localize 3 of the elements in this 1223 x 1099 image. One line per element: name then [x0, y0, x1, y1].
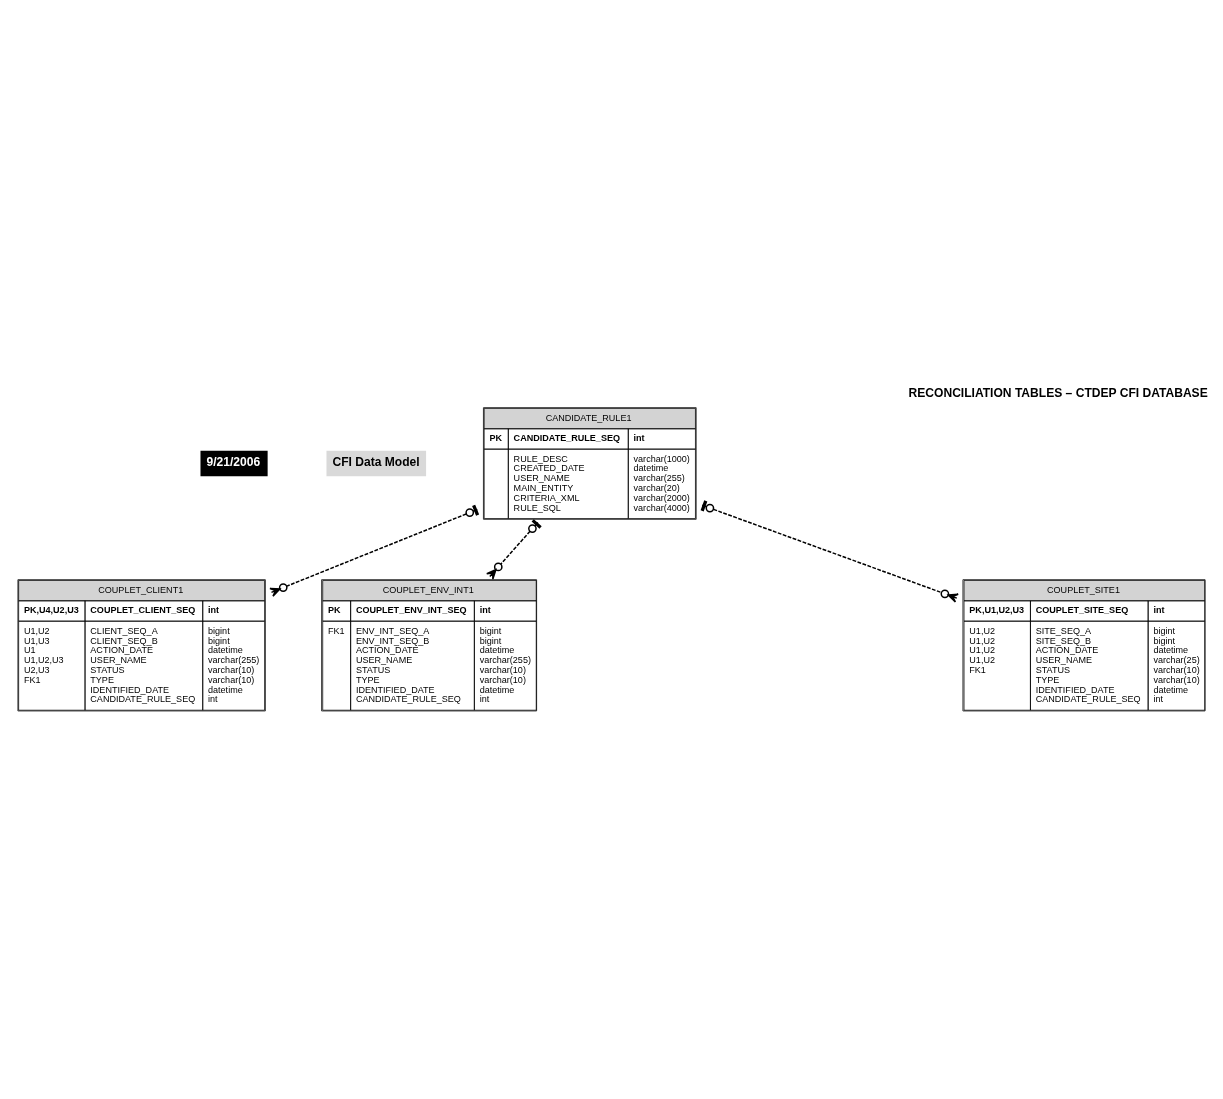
diagram-title: RECONCILIATION TABLES – CTDEP CFI DATABASE [908, 385, 1208, 400]
label: CFI Data Model [332, 454, 420, 469]
label: 9/21/2006 [206, 454, 261, 469]
